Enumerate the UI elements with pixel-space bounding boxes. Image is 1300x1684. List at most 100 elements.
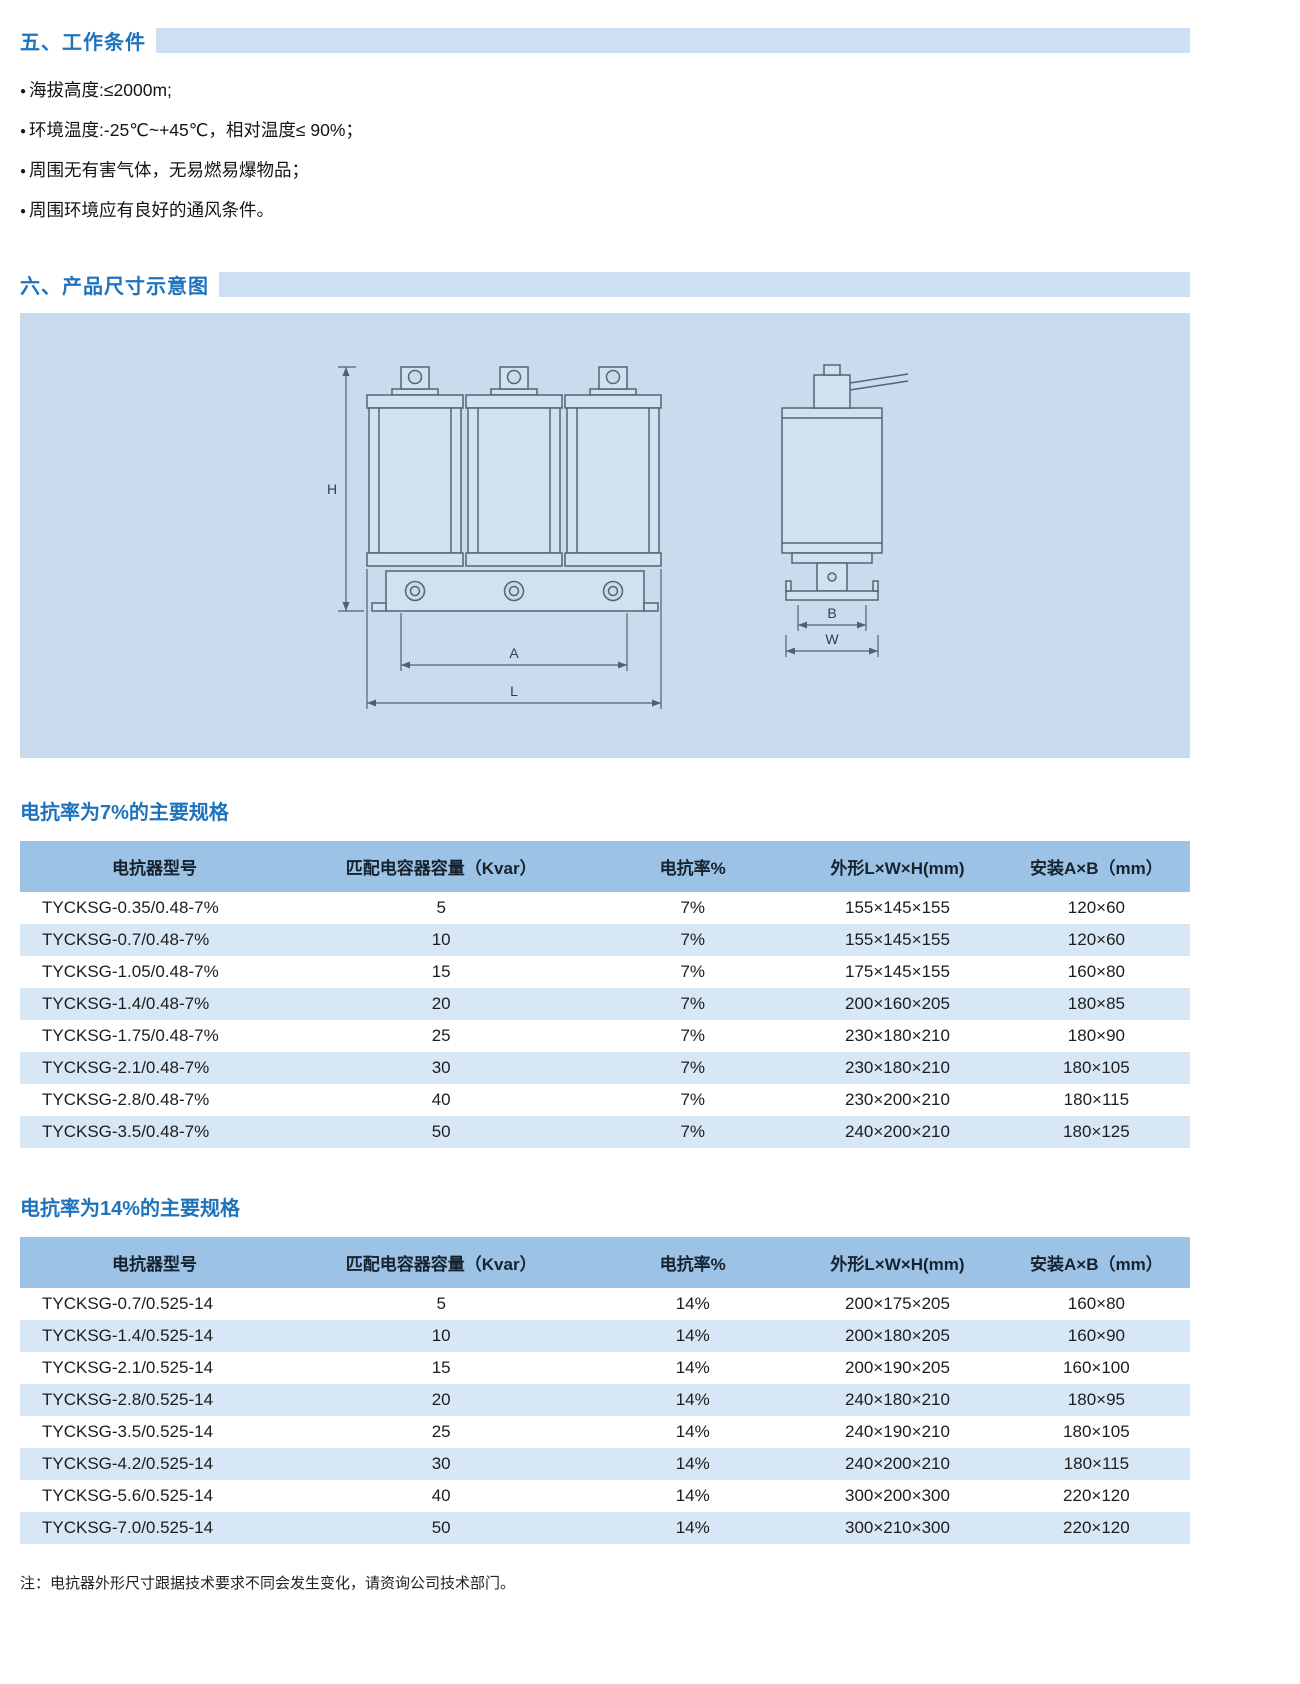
table-cell: 240×200×210 xyxy=(844,1454,950,1473)
table-cell: TYCKSG-1.05/0.48-7% xyxy=(42,962,219,981)
spec-table-14: 电抗器型号匹配电容器容量（Kvar）电抗率%外形L×W×H(mm)安装A×B（m… xyxy=(20,1237,1190,1544)
section-5-title: 五、工作条件 xyxy=(20,32,146,54)
table-cell: 14% xyxy=(675,1326,710,1345)
condition-item: 海拔高度:≤2000m; xyxy=(20,77,1190,102)
table-cell: 7% xyxy=(680,898,706,917)
working-conditions-list: 海拔高度:≤2000m; 环境温度:-25℃~+45℃，相对温度≤ 90%； 周… xyxy=(20,77,1190,222)
table-cell: 14% xyxy=(675,1422,710,1441)
column-header: 安装A×B（mm） xyxy=(1002,841,1190,892)
table-header-row: 电抗器型号匹配电容器容量（Kvar）电抗率%外形L×W×H(mm)安装A×B（m… xyxy=(20,1237,1190,1288)
side-view-drawing xyxy=(781,364,909,601)
table-cell: TYCKSG-3.5/0.525-14 xyxy=(42,1422,214,1441)
dim-label-l: L xyxy=(510,683,518,699)
condition-item: 周围无有害气体，无易燃易爆物品； xyxy=(20,157,1190,182)
reactor-dimension-drawing: H A L B W xyxy=(327,364,909,709)
table-cell: TYCKSG-0.35/0.48-7% xyxy=(42,898,219,917)
table-cell: TYCKSG-3.5/0.48-7% xyxy=(42,1122,210,1141)
front-view-drawing xyxy=(366,366,662,612)
section-spec-7: 电抗率为7%的主要规格 电抗器型号匹配电容器容量（Kvar）电抗率%外形L×W×… xyxy=(20,796,1190,1148)
table-cell: 7% xyxy=(680,1058,706,1077)
table-cell: 155×145×155 xyxy=(844,930,950,949)
coil-bodies xyxy=(368,407,660,554)
table-cell: 230×200×210 xyxy=(844,1090,950,1109)
table-cell: 7% xyxy=(680,1090,706,1109)
table-cell: TYCKSG-0.7/0.525-14 xyxy=(42,1294,214,1313)
table-cell: 7% xyxy=(680,994,706,1013)
table-cell: 15 xyxy=(431,1358,451,1377)
table-cell: 240×190×210 xyxy=(844,1422,950,1441)
table-cell: TYCKSG-2.1/0.48-7% xyxy=(42,1058,210,1077)
section-spec-14: 电抗率为14%的主要规格 电抗器型号匹配电容器容量（Kvar）电抗率%外形L×W… xyxy=(20,1192,1190,1544)
table-cell: TYCKSG-2.8/0.48-7% xyxy=(42,1090,210,1109)
table-cell: 220×120 xyxy=(1063,1486,1130,1505)
table-cell: 7% xyxy=(680,962,706,981)
table-cell: 5 xyxy=(436,1294,446,1313)
table-cell: 300×210×300 xyxy=(844,1518,950,1537)
table-row: TYCKSG-1.4/0.48-7% 20 7% 200×160×205 180×85 xyxy=(20,988,1190,1020)
table-cell: 7% xyxy=(680,930,706,949)
table-cell: 20 xyxy=(431,1390,451,1409)
dim-label-a: A xyxy=(509,645,519,661)
table-cell: 180×90 xyxy=(1067,1026,1125,1045)
table-cell: 25 xyxy=(431,1026,451,1045)
table-7-title: 电抗率为7%的主要规格 xyxy=(20,802,229,824)
condition-item: 周围环境应有良好的通风条件。 xyxy=(20,197,1190,222)
table-row: TYCKSG-0.7/0.525-14 5 14% 200×175×205 160×80 xyxy=(20,1288,1190,1320)
table-cell: 180×105 xyxy=(1063,1422,1130,1441)
mounting-base xyxy=(371,570,659,612)
section-6-header-bar xyxy=(219,272,1190,297)
section-6-title: 六、产品尺寸示意图 xyxy=(20,276,209,298)
table-cell: 160×80 xyxy=(1067,1294,1125,1313)
table-cell: 160×80 xyxy=(1067,962,1125,981)
column-header: 外形L×W×H(mm) xyxy=(792,841,1003,892)
column-header: 电抗率% xyxy=(593,1237,793,1288)
column-header: 匹配电容器容量（Kvar） xyxy=(289,841,594,892)
table-cell: 14% xyxy=(675,1358,710,1377)
table-cell: 240×200×210 xyxy=(844,1122,950,1141)
table-cell: 14% xyxy=(675,1518,710,1537)
section-dimension-diagram: 六、产品尺寸示意图 xyxy=(20,270,1190,758)
table-cell: 10 xyxy=(431,930,451,949)
table-cell: 230×180×210 xyxy=(844,1026,950,1045)
table-cell: TYCKSG-1.4/0.48-7% xyxy=(42,994,210,1013)
lifting-lug-icons xyxy=(391,366,637,396)
table-cell: 20 xyxy=(431,994,451,1013)
table-cell: 14% xyxy=(675,1486,710,1505)
table-cell: 200×175×205 xyxy=(844,1294,950,1313)
table-cell: 180×115 xyxy=(1063,1090,1130,1109)
section-5-header-bar xyxy=(156,28,1190,53)
table-cell: TYCKSG-5.6/0.525-14 xyxy=(42,1486,214,1505)
table-cell: 120×60 xyxy=(1067,898,1125,917)
table-cell: 7% xyxy=(680,1026,706,1045)
table-row: TYCKSG-2.8/0.48-7% 40 7% 230×200×210 180×115 xyxy=(20,1084,1190,1116)
dim-label-h: H xyxy=(327,481,337,497)
section-working-conditions: 五、工作条件 海拔高度:≤2000m; 环境温度:-25℃~+45℃，相对温度≤… xyxy=(20,26,1190,222)
table-cell: 14% xyxy=(675,1390,710,1409)
table-row: TYCKSG-1.75/0.48-7% 25 7% 230×180×210 180×90 xyxy=(20,1020,1190,1052)
table-cell: 200×190×205 xyxy=(844,1358,950,1377)
table-cell: 175×145×155 xyxy=(844,962,950,981)
dim-label-w: W xyxy=(825,631,839,647)
table-cell: TYCKSG-1.75/0.48-7% xyxy=(42,1026,219,1045)
table-cell: 220×120 xyxy=(1063,1518,1130,1537)
condition-item: 环境温度:-25℃~+45℃，相对温度≤ 90%； xyxy=(20,117,1190,142)
footnote: 注：电抗器外形尺寸跟据技术要求不同会发生变化，请资询公司技术部门。 xyxy=(20,1575,516,1592)
table-cell: TYCKSG-2.8/0.525-14 xyxy=(42,1390,214,1409)
table-cell: 40 xyxy=(431,1090,451,1109)
table-cell: 200×160×205 xyxy=(844,994,950,1013)
table-cell: 14% xyxy=(675,1294,710,1313)
table-cell: 50 xyxy=(431,1518,451,1537)
table-cell: 180×85 xyxy=(1067,994,1125,1013)
table-cell: 50 xyxy=(431,1122,451,1141)
section-5-header: 五、工作条件 xyxy=(20,26,1190,55)
table-cell: 180×125 xyxy=(1063,1122,1130,1141)
